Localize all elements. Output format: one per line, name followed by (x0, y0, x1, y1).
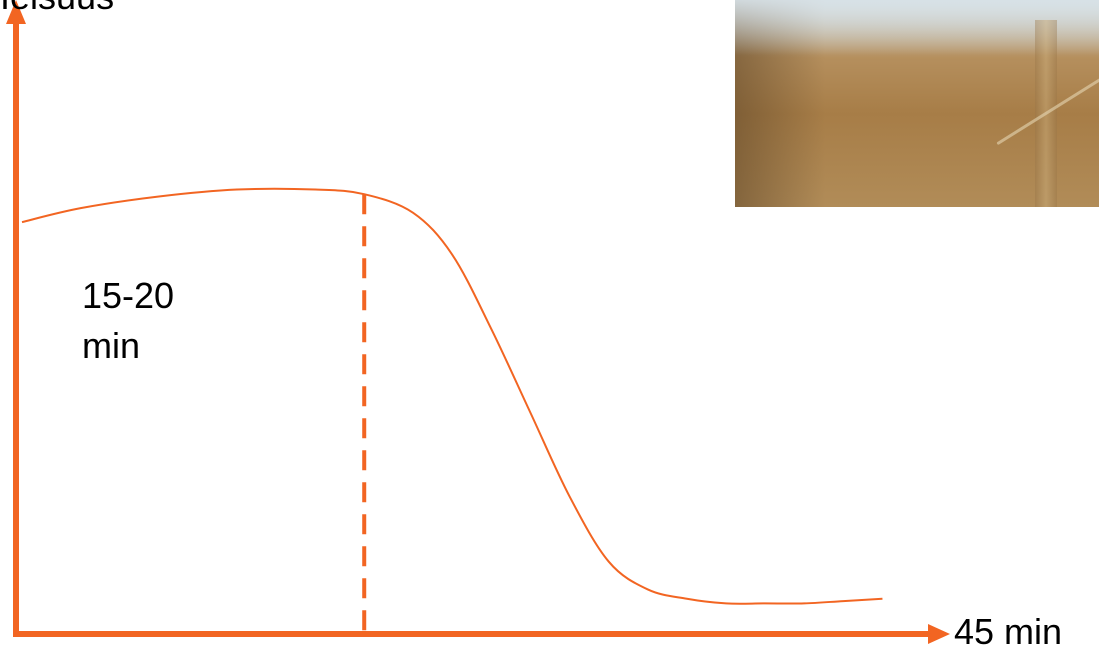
annotation-line-1: 15-20 (82, 275, 175, 316)
x-axis-label: 45 min (954, 611, 1063, 652)
attention-curve (21, 187, 883, 605)
y-axis-label: Ielsuus (0, 0, 114, 17)
photo-thumbnail (735, 0, 1099, 207)
y-axis-arrow (6, 0, 26, 24)
x-axis-arrow (928, 624, 950, 644)
duration-annotation: 15-20 min (82, 271, 174, 371)
annotation-line-2: min (82, 325, 141, 366)
